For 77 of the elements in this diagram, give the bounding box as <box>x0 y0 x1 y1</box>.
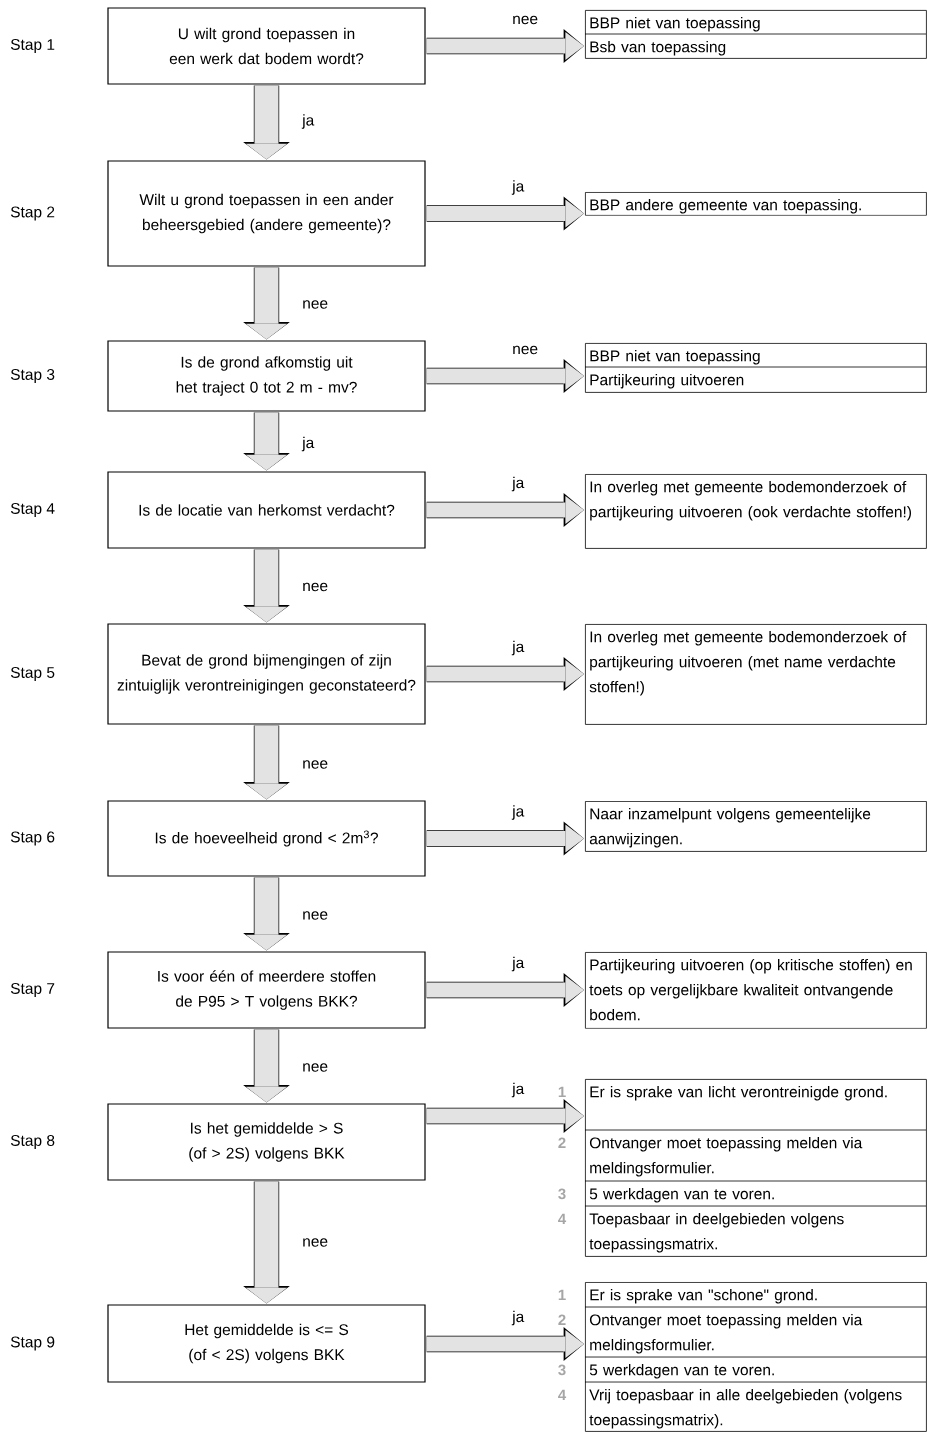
question-box: Is de locatie van herkomst verdacht? <box>107 471 426 549</box>
block-arrow <box>426 359 584 393</box>
edge-label: ja <box>511 476 525 492</box>
row-number: 2 <box>558 1314 566 1325</box>
edge-label: nee <box>513 15 538 25</box>
question-box: Is de hoeveelheid grond < 2m$^{3}$? <box>107 800 426 877</box>
result-table: Naar inzamelpunt volgens gemeentelijke aanwijzingen. <box>585 801 927 852</box>
block-arrow <box>426 657 584 691</box>
edge-label: nee <box>513 345 538 355</box>
node-label: 5 werkdagen van te voren. <box>589 1187 774 1203</box>
block-arrow <box>243 549 290 623</box>
step-label: Stap 2 <box>10 206 55 221</box>
block-arrow <box>426 29 584 63</box>
block-arrow <box>426 1099 584 1133</box>
node-label: Ontvanger moet toepassing melden via meldingsformulier. <box>589 1136 863 1177</box>
row-number: 3 <box>558 1188 566 1200</box>
block-arrow <box>243 412 290 471</box>
edge-label: ja <box>301 436 315 452</box>
row-number: 2 <box>558 1137 566 1148</box>
edge-label: ja <box>511 180 525 195</box>
result-table: BBP niet van toepassing Partijkeuring uitvoeren <box>584 343 927 393</box>
question-box: Bevat de grond bijmengingen of zijn zintuiglijk verontreinigingen geconstateerd? <box>107 623 426 725</box>
edge-label: nee <box>303 911 328 920</box>
node-label: Ontvanger moet toepassing melden via meldingsformulier. <box>589 1313 863 1354</box>
block-arrow <box>243 877 290 951</box>
block-arrow <box>426 493 584 527</box>
edge-label: nee <box>303 300 328 309</box>
block-arrow <box>243 267 290 340</box>
row-number: 4 <box>558 1389 567 1400</box>
block-arrow <box>243 1181 290 1304</box>
step-label: Stap 5 <box>10 667 55 682</box>
block-arrow <box>243 85 290 160</box>
result-table: Er is sprake van "schone" grond. Ontvanger moet toepassing melden via meldingsformulier. 5 werkdagen van te voren. Vrij toepasbaar in alle deelgebieden (volgens toepassingsmatrix). <box>584 1282 927 1432</box>
result-table: In overleg met gemeente bodemonderzoek of partijkeuring uitvoeren (ook verdachte stoffen!) <box>585 474 927 549</box>
row-number: 1 <box>558 1086 566 1097</box>
step-label: Stap 4 <box>10 503 55 518</box>
step-label: Stap 6 <box>10 831 55 846</box>
result-table: Partijkeuring uitvoeren (op kritische stoffen) en toets op vergelijkbare kwaliteit ontvangende bodem. <box>585 952 927 1029</box>
question-box: Is het gemiddelde > S (of > 2S) volgens BKK <box>107 1103 426 1181</box>
edge-label: nee <box>303 582 328 592</box>
block-arrow <box>426 821 584 856</box>
step-label: Stap 9 <box>10 1336 55 1351</box>
edge-label: nee <box>303 1063 328 1072</box>
node-label: Toepasbaar in deelgebieden volgens toepassingsmatrix. <box>589 1212 844 1253</box>
block-arrow <box>426 973 584 1007</box>
step-label: Stap 3 <box>10 369 55 383</box>
result-table: BBP andere gemeente van toepassing. <box>585 192 927 216</box>
row-number: 1 <box>558 1289 566 1300</box>
step-label: Stap 7 <box>10 983 55 998</box>
edge-label: ja <box>511 640 525 656</box>
block-arrow <box>426 1327 584 1361</box>
question-box: Wilt u grond toepassen in een ander beheersgebied (andere gemeente)? <box>107 160 426 267</box>
edge-label: ja <box>511 805 525 820</box>
edge-label: ja <box>511 1310 525 1326</box>
edge-label: nee <box>303 760 328 769</box>
step-label: Stap 8 <box>10 1135 55 1150</box>
node-label: Er is sprake van "schone" grond. <box>590 1288 817 1304</box>
node-label: Er is sprake van licht verontreinigde grond. <box>590 1085 887 1101</box>
step-label: Stap 1 <box>10 39 55 53</box>
edge-label: nee <box>303 1238 328 1247</box>
question-box: Het gemiddelde is <= S (of < 2S) volgens BKK <box>107 1304 426 1383</box>
edge-label: ja <box>301 114 315 129</box>
result-table: BBP niet van toepassing Bsb van toepassing <box>584 10 927 59</box>
row-number: 3 <box>558 1364 566 1376</box>
node-label: 5 werkdagen van te voren. <box>589 1363 774 1379</box>
edge-label: ja <box>511 956 525 972</box>
question-box: U wilt grond toepassen in een werk dat bodem wordt? <box>107 7 426 85</box>
block-arrow <box>426 196 584 231</box>
result-table: Er is sprake van licht verontreinigde grond. Ontvanger moet toepassing melden via meldingsformulier. 5 werkdagen van te voren. Toepasbaar in deelgebieden volgens toepassingsmatrix. <box>584 1079 927 1257</box>
result-table: In overleg met gemeente bodemonderzoek of partijkeuring uitvoeren (met name verdachte stoffen!) <box>585 624 927 725</box>
block-arrow <box>243 725 290 800</box>
row-number: 4 <box>558 1213 567 1224</box>
edge-label: ja <box>511 1082 525 1098</box>
question-box: Is voor één of meerdere stoffen de P95 > T volgens BKK? <box>107 951 426 1029</box>
question-box: Is de grond afkomstig uit het traject 0 tot 2 m - mv? <box>107 340 426 412</box>
block-arrow <box>243 1029 290 1103</box>
node-label: Vrij toepasbaar in alle deelgebieden (volgens toepassingsmatrix). <box>589 1388 902 1429</box>
